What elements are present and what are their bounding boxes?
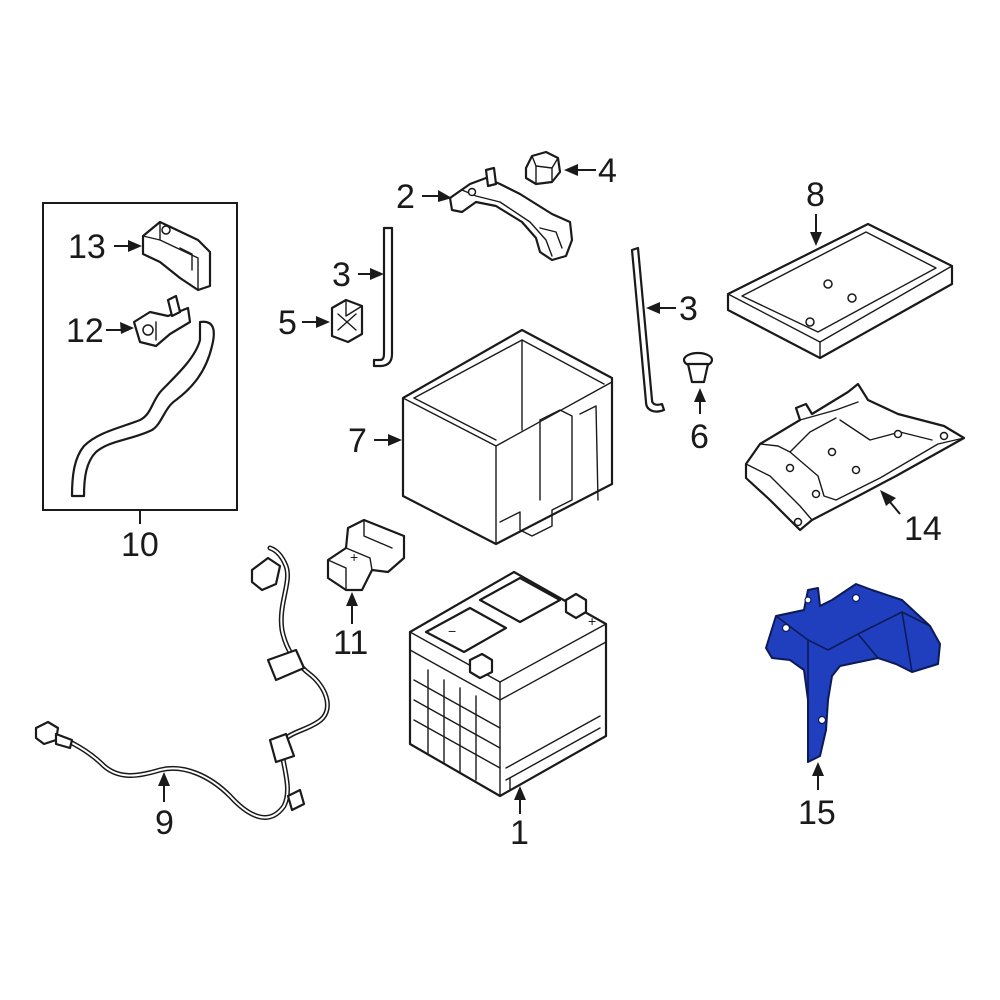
- part-11[interactable]: +: [326, 518, 406, 592]
- part-3-rod-left[interactable]: [372, 226, 394, 368]
- part-14[interactable]: [744, 382, 966, 532]
- part-11-plus-mark: +: [350, 549, 358, 565]
- callout-15: 15: [798, 794, 836, 832]
- part-8[interactable]: [726, 222, 954, 360]
- leaders: [106, 164, 901, 814]
- part-15[interactable]: [765, 583, 941, 763]
- callout-6: 6: [690, 418, 709, 456]
- battery-minus-mark: −: [448, 623, 456, 639]
- part-5[interactable]: [330, 298, 364, 344]
- callout-labels: 13 12 10 2 4 3 5 3 6 7 8 14 11 1 9 15: [66, 152, 942, 852]
- callout-3-right: 3: [679, 290, 698, 328]
- part-1[interactable]: + −: [408, 570, 608, 798]
- part-10-hose[interactable]: [70, 320, 215, 498]
- callout-2: 2: [396, 178, 415, 216]
- callout-8: 8: [806, 176, 825, 214]
- part-4[interactable]: [524, 150, 562, 186]
- callout-12: 12: [66, 312, 104, 350]
- callout-3-left: 3: [332, 256, 351, 294]
- callout-7: 7: [348, 422, 367, 460]
- callout-10: 10: [121, 526, 159, 564]
- callout-14: 14: [904, 510, 942, 548]
- callout-9: 9: [155, 804, 174, 842]
- part-12[interactable]: [132, 294, 192, 348]
- part-6[interactable]: [682, 351, 714, 384]
- callout-4: 4: [598, 152, 617, 190]
- part-9[interactable]: [34, 545, 330, 820]
- part-2[interactable]: [448, 166, 574, 262]
- callout-13: 13: [68, 228, 106, 266]
- callout-5: 5: [278, 304, 297, 342]
- part-13[interactable]: [141, 220, 212, 292]
- callout-11: 11: [333, 624, 368, 662]
- part-7[interactable]: [401, 328, 614, 546]
- battery-plus-mark: +: [588, 613, 596, 629]
- part-3-rod-right[interactable]: [630, 246, 666, 413]
- callout-1: 1: [510, 814, 529, 852]
